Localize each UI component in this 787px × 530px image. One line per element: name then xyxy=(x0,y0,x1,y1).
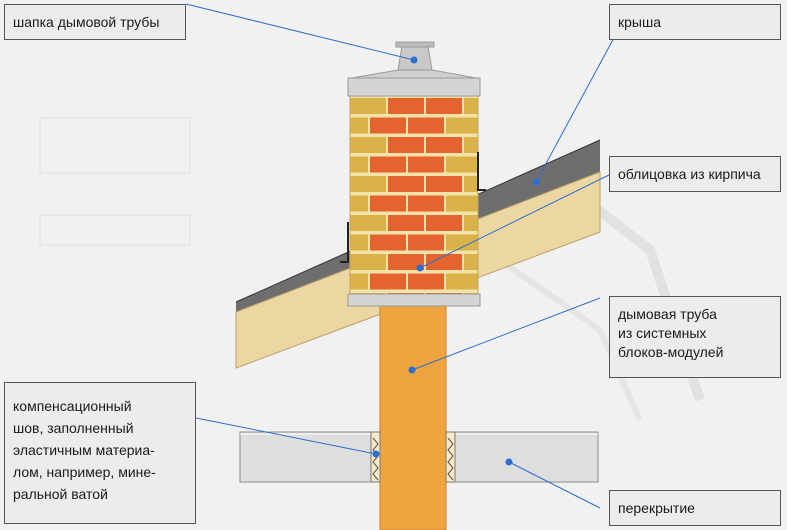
brick xyxy=(426,176,462,192)
brick xyxy=(388,254,424,270)
brick xyxy=(350,137,386,153)
brick-cladding xyxy=(349,95,479,305)
brick xyxy=(408,156,444,173)
brick xyxy=(350,98,386,114)
brick xyxy=(426,137,462,153)
brick xyxy=(388,98,424,114)
leader-dot xyxy=(416,264,424,272)
chimney-cap xyxy=(347,41,481,307)
brick xyxy=(370,117,406,134)
brick xyxy=(370,195,406,212)
leader-dot xyxy=(505,458,513,466)
brick xyxy=(408,234,444,251)
brick xyxy=(370,234,406,251)
brick xyxy=(388,215,424,231)
brick xyxy=(464,137,478,153)
brick xyxy=(350,215,386,231)
brick xyxy=(426,98,462,114)
brick xyxy=(408,195,444,212)
brick xyxy=(446,234,478,251)
brick xyxy=(350,117,368,134)
brick xyxy=(370,273,406,290)
brick xyxy=(388,176,424,192)
brick xyxy=(446,195,478,212)
brick xyxy=(370,156,406,173)
brick xyxy=(426,254,462,270)
leader-lines xyxy=(185,3,616,509)
brick xyxy=(464,254,478,270)
brick xyxy=(408,273,444,290)
flue-pipe xyxy=(370,303,456,530)
brick xyxy=(446,273,478,290)
flashing xyxy=(340,152,486,263)
label-chimney-cap: шапка дымовой трубы xyxy=(4,4,186,40)
brick xyxy=(446,156,478,173)
label-flue-pipe: дымовая труба из системных блоков-модуле… xyxy=(609,296,781,378)
brick xyxy=(350,234,368,251)
brick xyxy=(464,98,478,114)
leader-dot xyxy=(532,178,540,186)
brick xyxy=(464,215,478,231)
leader-dot xyxy=(410,56,418,64)
brick xyxy=(350,254,386,270)
brick xyxy=(446,117,478,134)
brick xyxy=(464,176,478,192)
brick xyxy=(350,156,368,173)
leader-dot xyxy=(372,450,380,458)
leader-dot xyxy=(408,366,416,374)
brick xyxy=(350,195,368,212)
label-floor-slab: перекрытие xyxy=(609,490,781,526)
brick xyxy=(388,137,424,153)
label-expansion-joint: компенсационный шов, заполненный эластич… xyxy=(4,382,196,524)
brick xyxy=(426,215,462,231)
label-roof: крыша xyxy=(609,4,781,40)
brick xyxy=(408,117,444,134)
label-brick-cladding: облицовка из кирпича xyxy=(609,156,781,192)
brick xyxy=(350,176,386,192)
brick xyxy=(350,273,368,290)
